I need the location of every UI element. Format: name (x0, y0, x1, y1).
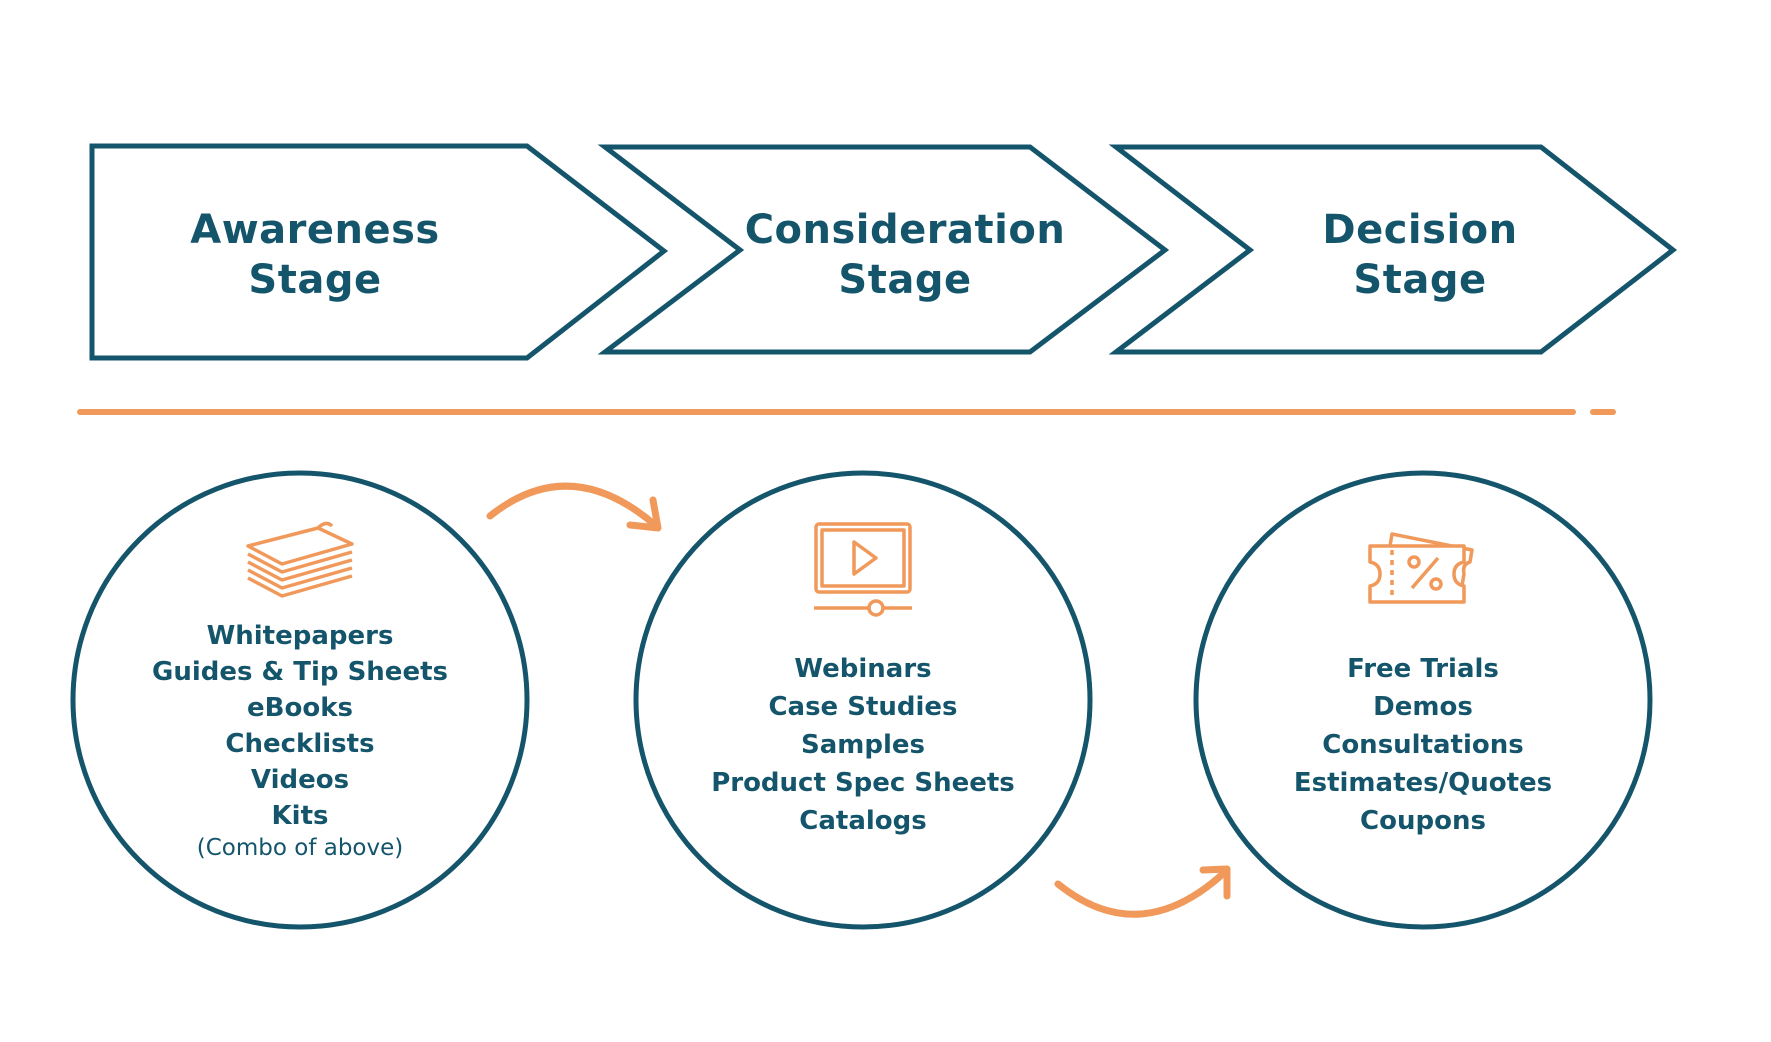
stage-label-awareness: Awareness Stage (150, 205, 480, 305)
stage-title: Decision (1322, 207, 1518, 253)
curved-arrow-1 (486, 482, 659, 529)
content-item: eBooks (247, 693, 353, 723)
content-item: Kits (271, 801, 329, 831)
stage-title: Consideration (744, 207, 1066, 253)
decision-chevron (1108, 144, 1678, 355)
stacked-papers-icon (246, 521, 354, 598)
consideration-chevron (597, 144, 1170, 355)
decision-content-list: Free Trials Demos Consultations Estimate… (1243, 650, 1603, 840)
content-item: Consultations (1322, 730, 1524, 760)
video-monitor-icon (814, 522, 912, 617)
consideration-circle (633, 470, 1093, 930)
awareness-circle (70, 470, 530, 930)
coupon-ticket-icon (1368, 532, 1474, 604)
stage-subtitle: Stage (1353, 257, 1487, 303)
content-item: Estimates/Quotes (1293, 768, 1553, 798)
content-item: Whitepapers (206, 621, 394, 651)
awareness-content-list: Whitepapers Guides & Tip Sheets eBooks C… (120, 618, 480, 866)
decision-circle (1193, 470, 1653, 930)
content-item: Webinars (794, 654, 932, 684)
content-item: Samples (801, 730, 925, 760)
stage-label-decision: Decision Stage (1255, 205, 1585, 305)
consideration-content-list: Webinars Case Studies Samples Product Sp… (683, 650, 1043, 840)
content-item: Videos (250, 765, 350, 795)
content-item: Coupons (1360, 806, 1486, 836)
content-item: Checklists (225, 729, 375, 759)
content-item: Demos (1373, 692, 1473, 722)
curved-arrow-2-head (1199, 865, 1231, 900)
awareness-chevron (89, 143, 669, 361)
stage-label-consideration: Consideration Stage (725, 205, 1085, 305)
content-note: (Combo of above) (196, 835, 404, 861)
content-item: Case Studies (768, 692, 958, 722)
curved-arrow-1-head (626, 496, 662, 532)
content-item: Product Spec Sheets (711, 768, 1015, 798)
stage-subtitle: Stage (248, 257, 382, 303)
content-item: Free Trials (1347, 654, 1499, 684)
stage-title: Awareness (190, 207, 440, 253)
stage-subtitle: Stage (838, 257, 972, 303)
curved-arrow-2 (1054, 868, 1229, 918)
content-item: Catalogs (799, 806, 927, 836)
content-item: Guides & Tip Sheets (152, 657, 448, 687)
